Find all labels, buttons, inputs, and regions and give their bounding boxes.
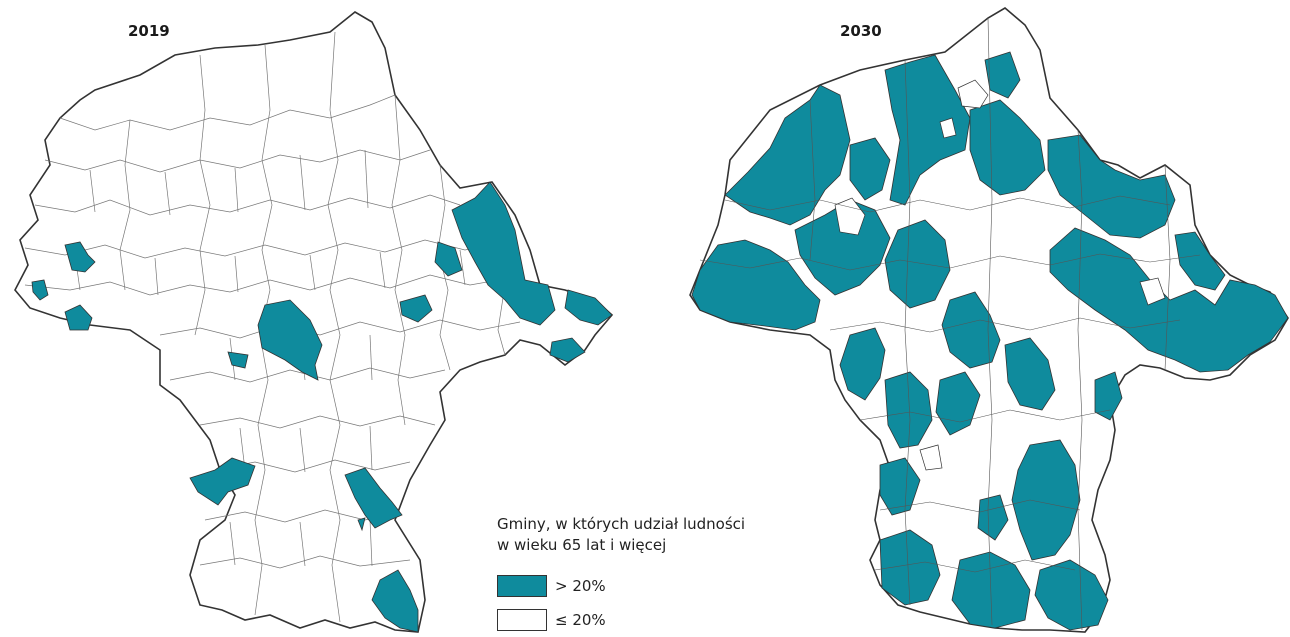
high-share-area: [1174, 231, 1226, 291]
low-share-area: [834, 197, 866, 236]
high-share-municipalities-2030: [691, 51, 1289, 631]
high-share-area: [724, 84, 851, 226]
high-share-area: [64, 304, 93, 331]
legend-title-line-2: w wieku 65 lat i więcej: [497, 536, 667, 554]
high-share-area: [371, 569, 419, 633]
high-share-area: [1034, 559, 1109, 631]
map-2030: [689, 7, 1289, 633]
high-share-area: [357, 517, 366, 532]
map-2019: [14, 11, 614, 633]
high-share-area: [1011, 439, 1081, 561]
high-share-area: [691, 239, 821, 331]
high-share-area: [564, 289, 613, 326]
high-share-area: [31, 279, 49, 301]
high-share-area: [839, 327, 886, 401]
legend-title: Gminy, w których udział ludności w wieku…: [497, 514, 797, 556]
high-share-area: [977, 494, 1009, 541]
high-share-area: [64, 241, 96, 273]
high-share-area: [849, 137, 891, 201]
municipality-borders-2019: [24, 31, 541, 623]
high-share-area: [189, 457, 256, 506]
map-title-2030: 2030: [840, 22, 882, 40]
high-share-area: [1049, 227, 1289, 373]
low-share-area: [919, 444, 943, 471]
legend-item-low: ≤ 20%: [497, 609, 606, 631]
legend-swatch-low: [497, 609, 547, 631]
legend-swatch-high: [497, 575, 547, 597]
high-share-area: [1004, 337, 1056, 411]
low-share-area: [939, 117, 957, 139]
high-share-area: [549, 337, 586, 363]
legend-label-low: ≤ 20%: [555, 611, 606, 629]
legend-item-high: > 20%: [497, 575, 606, 597]
high-share-area: [879, 529, 941, 606]
high-share-area: [884, 219, 951, 309]
high-share-area: [399, 294, 433, 323]
high-share-area: [969, 99, 1046, 196]
high-share-area: [941, 291, 1001, 369]
high-share-area: [1094, 371, 1123, 421]
high-share-area: [434, 241, 463, 277]
high-share-municipalities-2019: [31, 181, 613, 633]
low-share-area: [957, 79, 989, 109]
legend-label-high: > 20%: [555, 577, 606, 595]
high-share-area: [984, 51, 1021, 99]
map-title-2019: 2019: [128, 22, 170, 40]
high-share-area: [884, 371, 933, 449]
high-share-area: [257, 299, 323, 381]
low-share-area: [1139, 277, 1166, 306]
high-share-area: [879, 457, 921, 516]
legend-title-line-1: Gminy, w których udział ludności: [497, 515, 746, 533]
high-share-area: [344, 467, 403, 529]
high-share-area: [227, 351, 249, 369]
municipality-borders-2030: [699, 17, 1201, 631]
low-share-enclaves-2030: [834, 79, 1166, 471]
high-share-area: [451, 181, 556, 326]
